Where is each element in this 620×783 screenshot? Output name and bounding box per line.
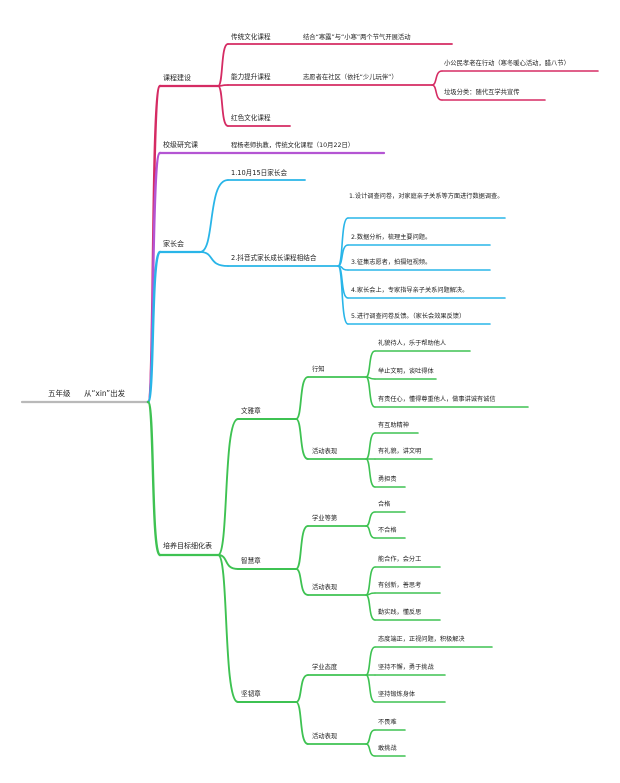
node-chuantong-detail: 结合“寒露”与“小寒”两个节气开展活动 bbox=[303, 32, 411, 41]
node-kecheng: 课程建设 bbox=[163, 73, 191, 82]
node-wenya-xingwei-item-2: 举止文明，谈吐得体 bbox=[378, 367, 434, 375]
edge-zhihui-xueye-item-2 bbox=[365, 525, 376, 539]
edge-root-jiazhang bbox=[146, 250, 162, 404]
edge-zhihui-huodong-item-1 bbox=[365, 566, 376, 596]
node-jianren: 坚韧章 bbox=[241, 689, 261, 698]
node-wenya-xingwei-item-3: 有责任心，懂得尊重他人，做事讲诚有诚信 bbox=[378, 395, 496, 403]
edge-zhihui-xueye bbox=[295, 525, 309, 570]
node-xiaoji-detail: 程杨老师执教，传统文化课程（10月22日） bbox=[231, 140, 354, 149]
node-jiazhang-step-1: 1.设计调查问卷，对家庭亲子关系等方面进行数据调查。 bbox=[349, 193, 504, 200]
edge-wenya-xingwei-item-1 bbox=[365, 350, 376, 378]
node-zhihui: 智慧章 bbox=[241, 556, 261, 565]
node-wenya-xingwei: 行知 bbox=[312, 364, 325, 373]
node-zhihui-huodong-item-2: 有创新，善思考 bbox=[378, 581, 421, 589]
node-hongse: 红色文化课程 bbox=[231, 113, 271, 122]
node-zhihui-huodong-item-1: 能合作，会分工 bbox=[378, 555, 421, 563]
node-jianren-taidu-item-1: 态度端正，正视问题，积极解决 bbox=[378, 635, 465, 643]
node-jiazhang-step-2: 2.数据分析，梳理主要问题。 bbox=[351, 233, 431, 241]
node-jianren-huodong-item-2: 敢挑战 bbox=[378, 744, 397, 752]
node-xiaoji: 校级研究课 bbox=[163, 140, 198, 149]
edge-peiyang-zhihui bbox=[217, 554, 239, 570]
edge-zhihui-huodong-item-3 bbox=[365, 594, 376, 621]
edge-kecheng-chuantong bbox=[217, 43, 229, 87]
node-jiazhang-step-5: 5.进行调查问卷反馈。（家长会效果反馈） bbox=[351, 312, 465, 320]
node-jiazhang-combine: 2.抖音式家长成长课程相结合 bbox=[231, 253, 317, 262]
edge-jiazhang-step-1 bbox=[337, 217, 349, 267]
node-wenya-huodong: 活动表现 bbox=[312, 446, 338, 455]
edge-peiyang-jianren bbox=[217, 554, 239, 703]
edge-jianren-taidu-item-3 bbox=[365, 674, 376, 703]
node-nengli-item-1: 小公民孝老在行动（寒冬暖心活动，腊八节） bbox=[444, 58, 570, 67]
node-nengli-detail: 志愿者在社区（依托“少儿玩伴”） bbox=[303, 72, 398, 81]
node-wenya-xingwei-item-1: 礼貌待人，乐于帮助他人 bbox=[378, 339, 446, 347]
node-jianren-huodong: 活动表现 bbox=[312, 731, 338, 740]
edge-wenya-huodong-item-1 bbox=[365, 432, 376, 460]
node-wenya-huodong-item-2: 有礼貌，讲文明 bbox=[378, 447, 421, 455]
edge-wenya-huodong-item-3 bbox=[365, 458, 376, 488]
node-nengli-item-2: 垃圾分类：随代互学共宣传 bbox=[444, 87, 520, 96]
edge-kecheng-hongse bbox=[217, 85, 229, 127]
edge-nengli-item-2 bbox=[431, 84, 443, 101]
edge-jianren-huodong-item-2 bbox=[365, 743, 376, 757]
edge-wenya-huodong bbox=[295, 418, 309, 460]
node-nengli: 能力提升课程 bbox=[231, 72, 271, 81]
node-zhihui-huodong: 活动表现 bbox=[312, 582, 338, 591]
node-zhihui-xueye: 学业等第 bbox=[312, 513, 337, 522]
edge-jianren-taidu-item-1 bbox=[365, 646, 376, 676]
node-wenya-huodong-item-3: 勇担责 bbox=[378, 475, 397, 483]
edge-nengli-item-1 bbox=[431, 70, 443, 86]
node-wenya-huodong-item-1: 有互助精神 bbox=[378, 421, 409, 429]
edge-jiazhang-step-5 bbox=[337, 265, 349, 325]
node-jianren-huodong-item-1: 不畏难 bbox=[378, 718, 397, 726]
edge-jianren-huodong-item-1 bbox=[365, 729, 376, 745]
node-jiazhang-step-4: 4.家长会上，专家指导亲子关系问题解决。 bbox=[351, 286, 468, 294]
edge-zhihui-xueye-item-1 bbox=[365, 511, 376, 527]
node-zhihui-xueye-item-2: 不合格 bbox=[378, 526, 397, 534]
node-jianren-taidu-item-2: 坚持不懈，勇于挑战 bbox=[378, 663, 434, 671]
node-zhihui-xueye-item-1: 合格 bbox=[378, 500, 391, 508]
edge-jiazhang-combine bbox=[199, 251, 229, 267]
root-node-label: 五年级 bbox=[48, 388, 71, 398]
edge-jiazhang-meeting bbox=[199, 179, 229, 253]
node-chuantong: 传统文化课程 bbox=[231, 32, 271, 41]
node-jiazhang-step-1-box: 1.设计调查问卷，对家庭亲子关系等方面进行数据调查。 bbox=[349, 193, 504, 200]
edge-peiyang-wenya bbox=[217, 418, 239, 556]
node-wenya: 文雅章 bbox=[241, 406, 261, 415]
edge-wenya-xingwei-item-3 bbox=[365, 376, 376, 408]
node-jiazhang: 家长会 bbox=[163, 239, 184, 248]
node-jianren-taidu-item-3: 坚持锻炼身体 bbox=[378, 690, 416, 698]
edge-root-peiyang bbox=[146, 400, 162, 557]
node-jianren-taidu: 学业态度 bbox=[312, 662, 338, 671]
mind-map-connectors bbox=[20, 43, 599, 757]
root-node-title: 从“xin”出发 bbox=[84, 388, 126, 398]
edge-wenya-xingwei bbox=[295, 376, 309, 420]
node-jiazhang-meeting: 1.10月15日家长会 bbox=[231, 168, 287, 177]
edge-jianren-taidu bbox=[295, 674, 309, 703]
node-zhihui-huodong-item-3: 勤实践，懂反思 bbox=[378, 608, 421, 616]
mind-map-labels: 五年级 从“xin”出发 课程建设 传统文化课程 结合“寒露”与“小寒”两个节气… bbox=[48, 32, 570, 752]
node-peiyang: 培养目标细化表 bbox=[163, 541, 212, 550]
edge-jianren-huodong bbox=[295, 701, 309, 745]
edge-zhihui-huodong bbox=[295, 568, 309, 596]
node-jiazhang-step-3: 3.征集志愿者，拍摄短视频。 bbox=[351, 258, 431, 266]
